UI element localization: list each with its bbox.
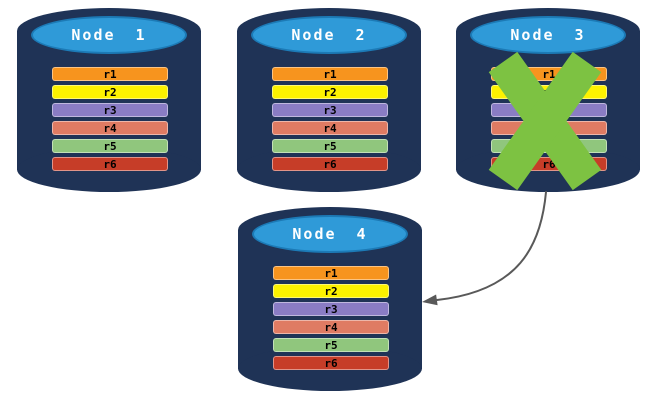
node-3-row-r5: r5: [491, 139, 607, 153]
arrowhead-icon: [422, 294, 438, 306]
node-2-row-r6: r6: [272, 157, 388, 171]
row-label: r1: [323, 67, 337, 81]
row-label: r4: [323, 121, 337, 135]
node-3-row-r4: r4: [491, 121, 607, 135]
node-3-row-r6: r6: [491, 157, 607, 171]
row-label: r1: [542, 67, 556, 81]
node-4-row-r4: r4: [273, 320, 389, 334]
node-4-row-r2: r2: [273, 284, 389, 298]
row-label: r6: [103, 157, 117, 171]
row-label: r2: [542, 85, 556, 99]
node-4-rows: r1 r2 r3 r4 r5 r6: [273, 266, 389, 370]
row-label: r5: [323, 139, 337, 153]
node-1-top-face: Node 1: [31, 16, 187, 54]
node-2-row-r5: r5: [272, 139, 388, 153]
node-1-row-r3: r3: [52, 103, 168, 117]
row-label: r4: [542, 121, 556, 135]
node-2-row-r4: r4: [272, 121, 388, 135]
node-3-top-face: Node 3: [470, 16, 626, 54]
row-label: r5: [324, 338, 338, 352]
node-1-row-r5: r5: [52, 139, 168, 153]
node-3-rows: r1 r2 r3 r4 r5 r6: [491, 67, 607, 171]
node-3-row-r3: r3: [491, 103, 607, 117]
node-2-label: Node 2: [291, 26, 367, 44]
node-1-row-r1: r1: [52, 67, 168, 81]
node-1-label: Node 1: [71, 26, 147, 44]
node-1-row-r6: r6: [52, 157, 168, 171]
node-4-label: Node 4: [292, 225, 368, 243]
row-label: r4: [103, 121, 117, 135]
row-label: r3: [324, 302, 338, 316]
row-label: r3: [323, 103, 337, 117]
node-2-rows: r1 r2 r3 r4 r5 r6: [272, 67, 388, 171]
node-4-row-r6: r6: [273, 356, 389, 370]
node-3-label: Node 3: [510, 26, 586, 44]
row-label: r5: [103, 139, 117, 153]
node-1: Node 1 r1 r2 r3 r4 r5 r6: [17, 8, 201, 192]
row-label: r3: [542, 103, 556, 117]
node-2-row-r1: r1: [272, 67, 388, 81]
row-label: r2: [103, 85, 117, 99]
node-2-row-r2: r2: [272, 85, 388, 99]
row-label: r6: [324, 356, 338, 370]
node-2-top-face: Node 2: [251, 16, 407, 54]
node-1-row-r4: r4: [52, 121, 168, 135]
node-1-row-r2: r2: [52, 85, 168, 99]
row-label: r2: [324, 284, 338, 298]
row-label: r6: [323, 157, 337, 171]
row-label: r3: [103, 103, 117, 117]
row-label: r1: [103, 67, 117, 81]
node-4: Node 4 r1 r2 r3 r4 r5 r6: [238, 207, 422, 391]
node-2: Node 2 r1 r2 r3 r4 r5 r6: [237, 8, 421, 192]
node-3-row-r1: r1: [491, 67, 607, 81]
node-3-row-r2: r2: [491, 85, 607, 99]
row-label: r2: [323, 85, 337, 99]
node-1-rows: r1 r2 r3 r4 r5 r6: [52, 67, 168, 171]
node-4-row-r5: r5: [273, 338, 389, 352]
node-3: Node 3 r1 r2 r3 r4 r5 r6: [456, 8, 640, 192]
node-4-top-face: Node 4: [252, 215, 408, 253]
row-label: r6: [542, 157, 556, 171]
node-4-row-r1: r1: [273, 266, 389, 280]
node-2-row-r3: r3: [272, 103, 388, 117]
row-label: r1: [324, 266, 338, 280]
row-label: r4: [324, 320, 338, 334]
node-4-row-r3: r3: [273, 302, 389, 316]
row-label: r5: [542, 139, 556, 153]
